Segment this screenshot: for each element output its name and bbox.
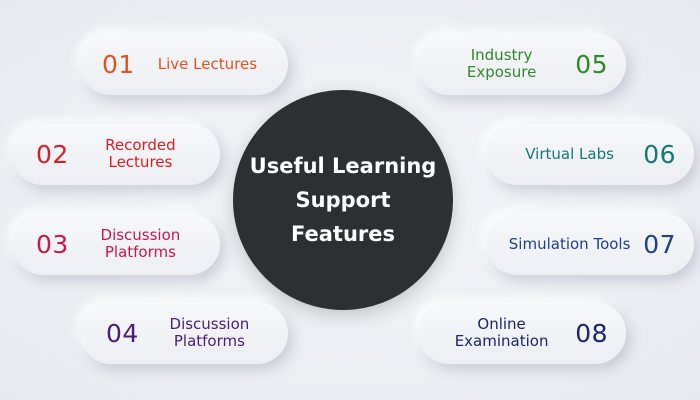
feature-card-05: Industry Exposure 05: [418, 33, 626, 95]
feature-card-07: Simulation Tools 07: [486, 213, 694, 275]
feature-number: 05: [575, 49, 608, 79]
feature-card-04: 04 Discussion Platforms: [80, 302, 288, 364]
feature-number: 06: [643, 139, 676, 169]
feature-label: Industry Exposure: [466, 46, 537, 81]
center-hub-circle: Useful Learning Support Features: [233, 90, 453, 310]
feature-number: 02: [36, 139, 69, 169]
feature-label: Simulation Tools: [508, 234, 631, 253]
feature-label: Online Examination: [454, 315, 549, 350]
feature-card-03: 03 Discussion Platforms: [12, 213, 220, 275]
feature-label: Discussion Platforms: [169, 315, 250, 350]
feature-number: 01: [102, 49, 135, 79]
feature-label: Discussion Platforms: [100, 226, 181, 261]
feature-card-02: 02 Recorded Lectures: [12, 123, 220, 185]
feature-label: Recorded Lectures: [105, 136, 176, 171]
feature-card-08: Online Examination 08: [418, 302, 626, 364]
feature-number: 04: [106, 318, 139, 348]
feature-card-01: 01 Live Lectures: [80, 33, 288, 95]
center-title: Useful Learning Support Features: [249, 154, 437, 246]
feature-number: 08: [575, 318, 608, 348]
feature-label: Live Lectures: [157, 54, 258, 73]
feature-number: 03: [36, 229, 69, 259]
feature-label: Virtual Labs: [525, 144, 614, 163]
feature-card-06: Virtual Labs 06: [486, 123, 694, 185]
feature-number: 07: [643, 229, 676, 259]
